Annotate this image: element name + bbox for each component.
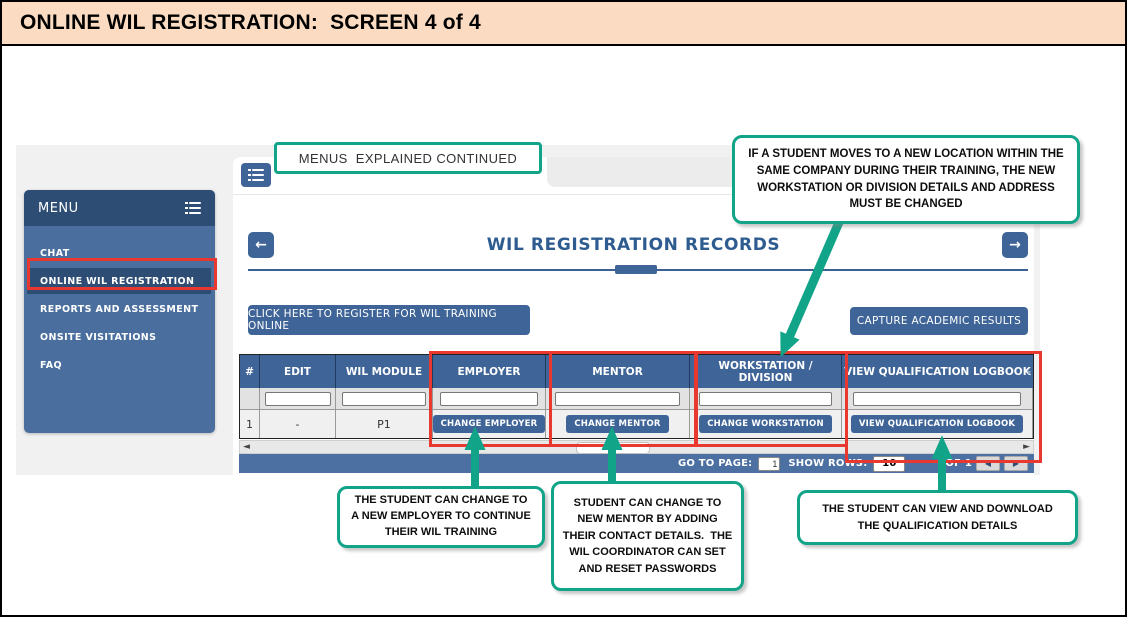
scrollbar-thumb[interactable] — [576, 442, 650, 454]
column-header-view-qualification-logbook[interactable]: VIEW QUALIFICATION LOGBOOK ▾ — [842, 355, 1033, 388]
next-screen-button[interactable]: → — [1002, 232, 1028, 258]
sidebar-item-label: REPORTS AND ASSESSMENT — [40, 303, 199, 315]
column-header-number[interactable]: # — [240, 355, 260, 388]
register-online-button[interactable]: CLICK HERE TO REGISTER FOR WIL TRAINING … — [248, 305, 530, 335]
sidebar-item-label: CHAT — [40, 247, 70, 259]
menu-toggle-button[interactable] — [241, 163, 271, 187]
page-number-input[interactable] — [758, 456, 781, 471]
change-employer-button[interactable]: CHANGE EMPLOYER — [432, 415, 546, 433]
scroll-left-icon[interactable]: ◄ — [243, 442, 250, 452]
title-band: ONLINE WIL REGISTRATION: SCREEN 4 of 4 — [2, 2, 1125, 46]
sidebar-header: MENU — [24, 190, 215, 226]
view-qualification-logbook-button[interactable]: VIEW QUALIFICATION LOGBOOK — [850, 415, 1024, 433]
change-workstation-button[interactable]: CHANGE WORKSTATION — [699, 415, 832, 433]
menus-explained-note: MENUS EXPLAINED CONTINUED — [274, 142, 542, 174]
horizontal-scrollbar[interactable]: ◄ ► — [239, 440, 1034, 454]
workstation-note: IF A STUDENT MOVES TO A NEW LOCATION WIT… — [732, 135, 1080, 224]
filter-input-wil-module[interactable] — [341, 391, 427, 406]
go-to-page-label: GO TO PAGE: — [678, 458, 753, 469]
sidebar-item-faq[interactable]: FAQ — [24, 352, 215, 378]
change-mentor-button[interactable]: CHANGE MENTOR — [566, 415, 669, 433]
previous-screen-button[interactable]: ← — [248, 232, 274, 258]
column-header-wil-module[interactable]: WIL MODULE — [336, 355, 433, 388]
pagination-bar: GO TO PAGE: SHOW ROWS: 10 OF 1 ◀ ▶ — [239, 454, 1034, 473]
sidebar-item-onsite-visitations[interactable]: ONSITE VISITATIONS — [24, 324, 215, 350]
column-header-employer[interactable]: EMPLOYER — [433, 355, 546, 388]
column-header-mentor[interactable]: MENTOR — [546, 355, 690, 388]
tab-divider — [233, 194, 1034, 195]
table-data-row: 1 - P1 CHANGE EMPLOYER CHANGE MENTOR CHA… — [240, 409, 1033, 438]
sidebar-item-chat[interactable]: CHAT — [24, 240, 215, 266]
sidebar-menu: MENU CHAT ONLINE WIL REGISTRATION REPORT… — [24, 190, 215, 433]
sidebar-item-label: ONLINE WIL REGISTRATION — [40, 275, 195, 287]
table-filter-row — [240, 388, 1033, 409]
show-rows-label: SHOW ROWS: — [788, 458, 868, 469]
page-next-button[interactable]: ▶ — [1004, 456, 1028, 471]
filter-input-edit[interactable] — [264, 391, 331, 406]
column-header-label: VIEW QUALIFICATION LOGBOOK — [844, 365, 1031, 378]
page-title: ONLINE WIL REGISTRATION: SCREEN 4 of 4 — [20, 11, 481, 34]
filter-input-workstation[interactable] — [699, 391, 832, 406]
menu-list-icon[interactable] — [185, 202, 201, 214]
sidebar-title: MENU — [38, 200, 79, 216]
scroll-right-icon[interactable]: ► — [1023, 442, 1030, 452]
filter-input-logbook[interactable] — [853, 391, 1021, 406]
logbook-note: THE STUDENT CAN VIEW AND DOWNLOAD THE QU… — [797, 490, 1078, 545]
cell-wil-module: P1 — [336, 409, 433, 438]
employer-note: THE STUDENT CAN CHANGE TO A NEW EMPLOYER… — [337, 486, 545, 548]
table-header-row: # EDIT WIL MODULE EMPLOYER MENTOR WORKST… — [240, 355, 1033, 388]
filter-cell-number — [240, 388, 260, 409]
page-previous-button[interactable]: ◀ — [976, 456, 1000, 471]
title-divider-segment — [615, 265, 657, 274]
rows-per-page-select[interactable]: 10 — [873, 455, 906, 472]
capture-academic-results-button[interactable]: CAPTURE ACADEMIC RESULTS — [850, 307, 1028, 335]
records-title: WIL REGISTRATION RECORDS — [486, 235, 781, 255]
sort-caret-icon: ▾ — [1026, 368, 1031, 377]
sidebar-item-label: FAQ — [40, 359, 63, 371]
mentor-note: STUDENT CAN CHANGE TO NEW MENTOR BY ADDI… — [551, 481, 744, 591]
sidebar-item-label: ONSITE VISITATIONS — [40, 331, 157, 343]
cell-row-number: 1 — [240, 409, 260, 438]
page-count-label: OF 1 — [945, 458, 972, 469]
cell-edit: - — [260, 409, 336, 438]
list-icon — [248, 169, 264, 181]
filter-input-employer[interactable] — [439, 391, 539, 406]
wil-records-table: # EDIT WIL MODULE EMPLOYER MENTOR WORKST… — [239, 354, 1034, 439]
column-header-edit[interactable]: EDIT — [260, 355, 336, 388]
column-header-workstation-division[interactable]: WORKSTATION / DIVISION — [690, 355, 842, 388]
sidebar-items: CHAT ONLINE WIL REGISTRATION REPORTS AND… — [24, 226, 215, 378]
filter-input-mentor[interactable] — [554, 391, 681, 406]
sidebar-item-online-wil-registration[interactable]: ONLINE WIL REGISTRATION — [27, 268, 211, 294]
sidebar-item-reports-and-assessment[interactable]: REPORTS AND ASSESSMENT — [24, 296, 215, 322]
